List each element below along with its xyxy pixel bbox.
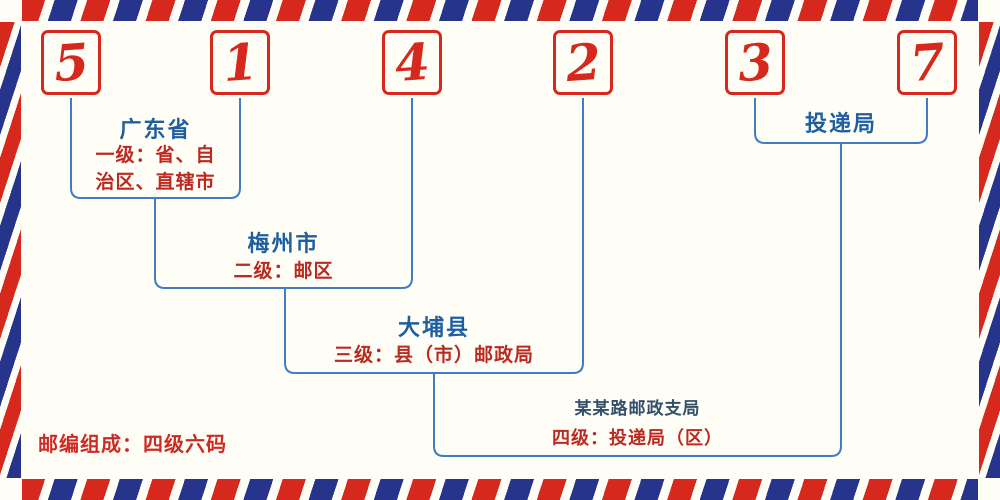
airmail-border-top bbox=[22, 0, 978, 21]
bracket-level2 bbox=[154, 98, 413, 289]
level1-description: 一级：省、自 治区、直辖市 bbox=[66, 142, 245, 196]
digit-value: 4 bbox=[392, 31, 432, 93]
bracket-level4-long bbox=[433, 143, 842, 457]
level1-province-name: 广东省 bbox=[119, 118, 192, 143]
digit-box-6: 7 bbox=[897, 30, 957, 95]
digit-box-4: 2 bbox=[553, 30, 613, 95]
level3-description: 三级：县（市）邮政局 bbox=[333, 344, 534, 366]
digit-box-3: 4 bbox=[382, 30, 442, 95]
level3-county-name: 大埔县 bbox=[397, 316, 470, 341]
level4-branch-name: 某某路邮政支局 bbox=[574, 399, 701, 419]
level1-description-line2: 治区、直辖市 bbox=[95, 171, 216, 193]
level4-delivery-office-name: 投递局 bbox=[804, 112, 877, 137]
digit-value: 3 bbox=[735, 31, 775, 93]
digit-value: 7 bbox=[907, 31, 947, 93]
airmail-border-left bbox=[0, 22, 21, 478]
digit-box-1: 5 bbox=[41, 30, 101, 95]
level2-description: 二级：邮区 bbox=[233, 260, 334, 282]
level1-description-line1: 一级：省、自 bbox=[95, 144, 216, 166]
digit-value: 5 bbox=[51, 31, 91, 93]
level4-description: 四级：投递局（区） bbox=[552, 428, 723, 449]
digit-value: 1 bbox=[220, 31, 260, 93]
postal-code-composition-note: 邮编组成：四级六码 bbox=[38, 432, 227, 456]
digit-box-5: 3 bbox=[725, 30, 785, 95]
digit-value: 2 bbox=[563, 31, 603, 93]
level2-city-name: 梅州市 bbox=[247, 232, 320, 257]
digit-box-2: 1 bbox=[210, 30, 270, 95]
airmail-border-right bbox=[979, 22, 1000, 478]
airmail-border-bottom bbox=[22, 479, 978, 500]
